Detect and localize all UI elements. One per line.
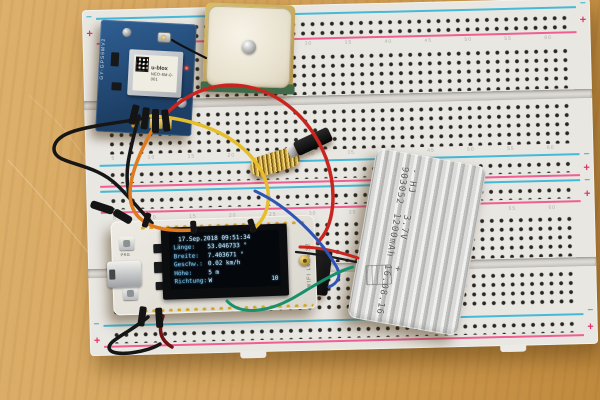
rail-plus-symbol: +	[583, 161, 590, 175]
ufl-pin	[161, 34, 167, 40]
qr-code-icon	[135, 56, 149, 73]
button-cap	[126, 289, 135, 298]
usb-slot	[109, 269, 116, 280]
oled-display: 17.Sep.2018 09:51:34 Länge: 53.046733 ° …	[160, 223, 290, 300]
oled-screen: 17.Sep.2018 09:51:34 Länge: 53.046733 ° …	[168, 229, 281, 290]
oled-value: W	[208, 277, 213, 285]
prg-button	[118, 236, 135, 251]
qc-stamp	[365, 264, 393, 286]
rail-minus-symbol: −	[584, 174, 591, 187]
eeprom-chip	[110, 52, 120, 67]
rail-plus-symbol: +	[587, 320, 594, 334]
rail-plus-symbol: +	[583, 187, 591, 201]
battery-label-line1: - HJ 903052	[393, 165, 420, 206]
gps-header-pins	[131, 117, 172, 130]
header-pin	[167, 119, 172, 130]
breadboard-foot	[500, 344, 527, 353]
gps-model-text: NEO-6M-0-001	[150, 71, 174, 82]
rail-minus-symbol: −	[583, 148, 590, 161]
power-led	[184, 66, 189, 71]
rst-button	[122, 286, 139, 301]
header-pin	[131, 117, 136, 128]
gps-silkscreen-text: GY-GPS6MV2	[98, 37, 108, 80]
neo6m-label: u-blox NEO-6M-0-001	[132, 54, 179, 93]
rail-plus-symbol: +	[86, 27, 94, 41]
header-pin	[158, 118, 163, 129]
neo6m-shield: u-blox NEO-6M-0-001	[127, 49, 184, 98]
oled-satcount: 10	[271, 274, 279, 283]
rail-plus-symbol: +	[579, 13, 587, 27]
battery-label-line2: 3.7V 1200mAh	[383, 212, 412, 259]
button-cap	[123, 239, 131, 248]
oled-label: Richtung:	[174, 277, 208, 286]
rail-minus-symbol: −	[93, 318, 100, 331]
esp32-lora-board: PRG RST 17.Sep.2018 09:51:34 Länge: 53.0…	[106, 214, 318, 316]
mounting-hole	[122, 27, 132, 38]
breadboard-foot	[240, 350, 267, 359]
rail-plus-symbol: +	[93, 334, 101, 348]
rail-minus-symbol: −	[85, 12, 93, 24]
rf-jack-pin	[302, 258, 307, 263]
smd-component	[111, 82, 122, 91]
ceramic-gps-antenna	[200, 2, 296, 95]
micro-usb-port	[106, 260, 142, 288]
rail-minus-symbol: −	[587, 304, 594, 316]
ufl-antenna-connector	[157, 32, 171, 43]
gps-module: u-blox NEO-6M-0-001 GY-GPS6MV2	[95, 19, 197, 137]
header-pin	[140, 117, 145, 128]
rail-minus-symbol: −	[579, 0, 586, 10]
prg-button-label: PRG	[120, 251, 131, 258]
battery-label: - HJ 903052 3.7V 1200mAh + 16.08.16	[374, 166, 420, 317]
mounting-hole	[176, 97, 188, 109]
header-pin	[149, 118, 154, 129]
